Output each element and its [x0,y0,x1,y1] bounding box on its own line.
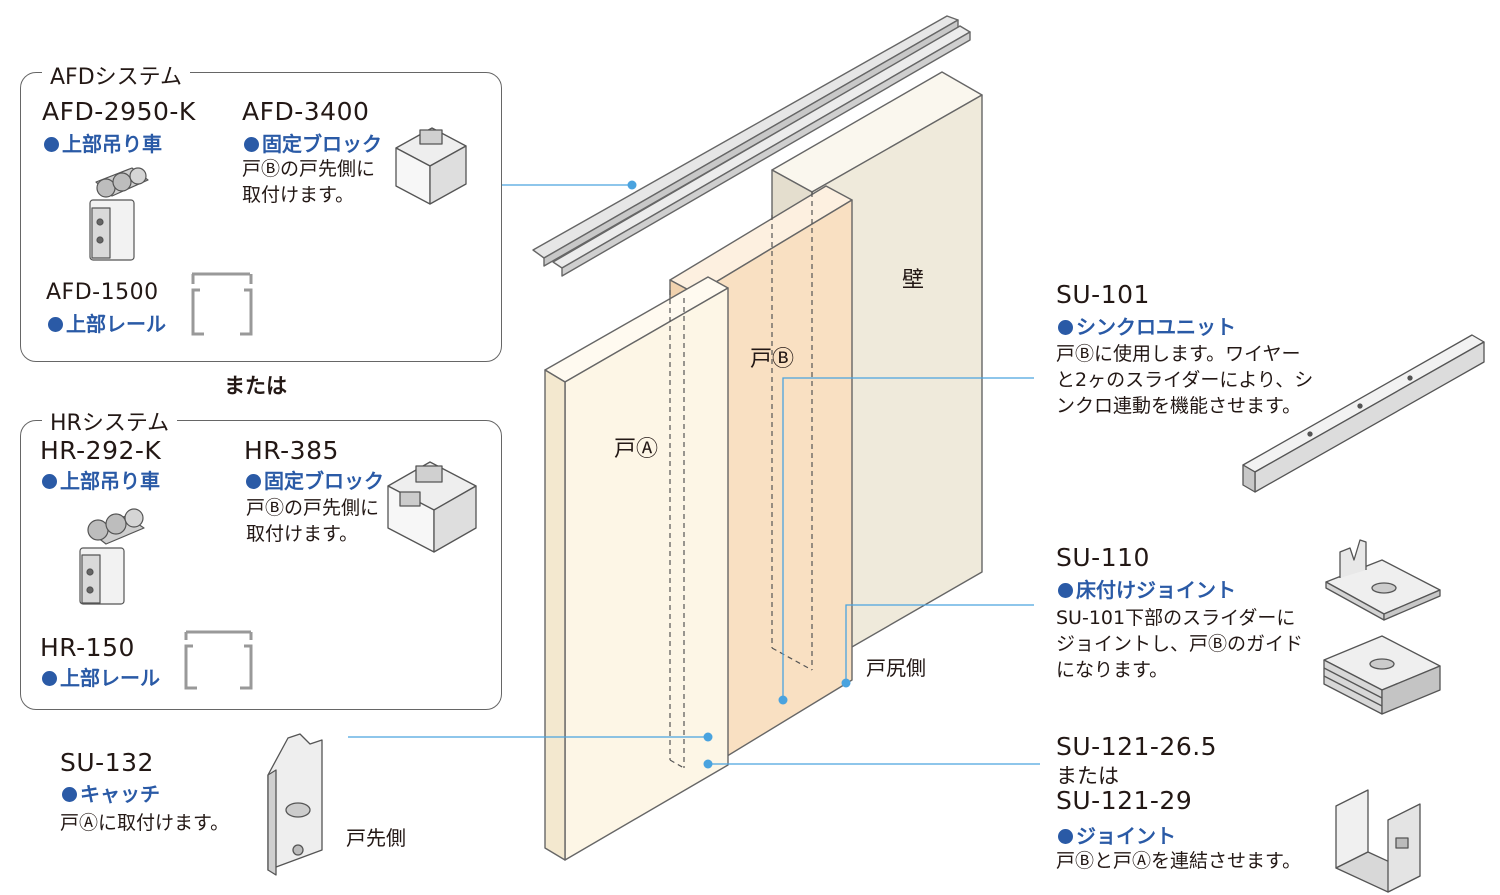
hr-385-desc: 戸Ⓑの戸先側に取付けます。 [246,497,380,545]
leader-dots [627,180,851,769]
hr-292k-kind: 上部吊り車 [42,465,160,494]
hr-385-model: HR-385 [244,436,339,465]
su132-desc: 戸Ⓐに取付けます。 [60,812,230,834]
bullet-dot-icon [42,474,57,489]
hr-system-title: HRシステム [42,405,178,437]
su101-desc: 戸Ⓑに使用します。ワイヤーと2ヶのスライダーにより、シンクロ連動を機能させます。 [1056,343,1314,417]
afd-system-title: AFDシステム [42,59,190,91]
afd-2950k-kind: 上部吊り車 [44,128,162,157]
bullet-dot-icon [244,137,259,152]
hr-292k-model: HR-292-K [40,436,162,465]
top-rail [532,15,971,277]
bullet-dot-icon [1058,829,1073,844]
afd-3400-kind: 固定ブロック [244,128,382,157]
bullet-dot-icon [1058,583,1073,598]
hr-system-group [20,420,502,710]
su132-catch-illustration [267,733,323,876]
afd-fixed-block-illustration [395,127,467,205]
door-a-panel [544,276,729,861]
afd-1500-kind: 上部レール [48,308,166,337]
su110-desc: SU-101下部のスライダーにジョイントし、戸Ⓑのガイドになります。 [1056,607,1304,681]
su121-kind: ジョイント [1058,820,1176,849]
hr-rail-section-illustration [184,630,253,690]
bullet-dot-icon [42,671,57,686]
su132-side-label: 戸先側 [346,826,406,850]
su132-model: SU-132 [60,748,154,777]
su121-model-a: SU-121-26.5 [1056,732,1218,761]
hr-150-kind: 上部レール [42,662,160,691]
afd-3400-model: AFD-3400 [242,97,370,126]
su101-synchro-unit-illustration [1242,334,1485,493]
bullet-dot-icon [44,137,59,152]
bullet-dot-icon [1058,320,1073,335]
su121-joint-illustration [1335,789,1421,893]
hr-385-kind: 固定ブロック [246,465,384,494]
hr-hanger-wheel-illustration [79,508,145,605]
su101-model: SU-101 [1056,280,1150,309]
su110-floor-joint-illustration [1323,539,1441,715]
su121-model-b: SU-121-29 [1056,786,1193,815]
door-b-hidden-edges [771,192,813,671]
or-text: または [224,374,287,398]
hr-150-model: HR-150 [40,633,135,662]
afd-1500-model: AFD-1500 [46,280,159,305]
afd-hanger-wheel-illustration [89,167,149,261]
hr-fixed-block-illustration [387,461,477,553]
bullet-dot-icon [246,474,261,489]
su121-or-text: または [1056,764,1119,788]
afd-2950k-model: AFD-2950-K [42,97,196,126]
leader-lines [348,184,1040,765]
bullet-dot-icon [48,317,63,332]
su121-desc: 戸Ⓑと戸Ⓐを連結させます。 [1056,850,1302,872]
su110-model: SU-110 [1056,543,1150,572]
afd-3400-desc: 戸Ⓑの戸先側に取付けます。 [242,158,376,206]
bullet-dot-icon [62,787,77,802]
su132-kind: キャッチ [62,778,160,807]
su110-kind: 床付けジョイント [1058,574,1236,603]
wall-label: 壁 [902,268,925,293]
su101-kind: シンクロユニット [1058,311,1236,340]
afd-rail-section-illustration [191,272,253,336]
afd-system-group [20,72,502,362]
door-a-hidden-edges [669,290,685,769]
door-b-label: 戸Ⓑ [750,347,795,372]
door-back-label: 戸尻側 [866,656,926,680]
door-a-label: 戸Ⓐ [614,437,659,462]
